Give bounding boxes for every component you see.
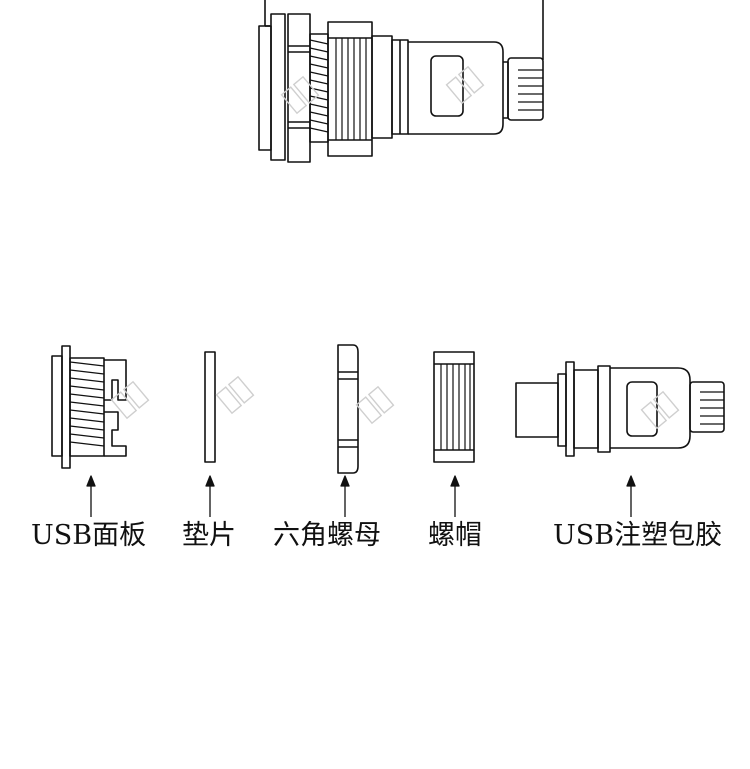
label-usb-overmold: USB注塑包胶 <box>553 520 723 551</box>
screw-cap-part <box>433 351 475 463</box>
label-usb-panel: USB面板 <box>31 520 147 551</box>
hex-nut-part <box>337 344 359 474</box>
label-gasket: 垫片 <box>182 520 236 551</box>
label-hex-nut: 六角螺母 <box>273 520 381 551</box>
gasket-part <box>204 351 216 463</box>
label-screw-cap: 螺帽 <box>428 520 482 551</box>
usb-panel-part <box>51 345 127 469</box>
pointer-arrows <box>86 475 636 517</box>
